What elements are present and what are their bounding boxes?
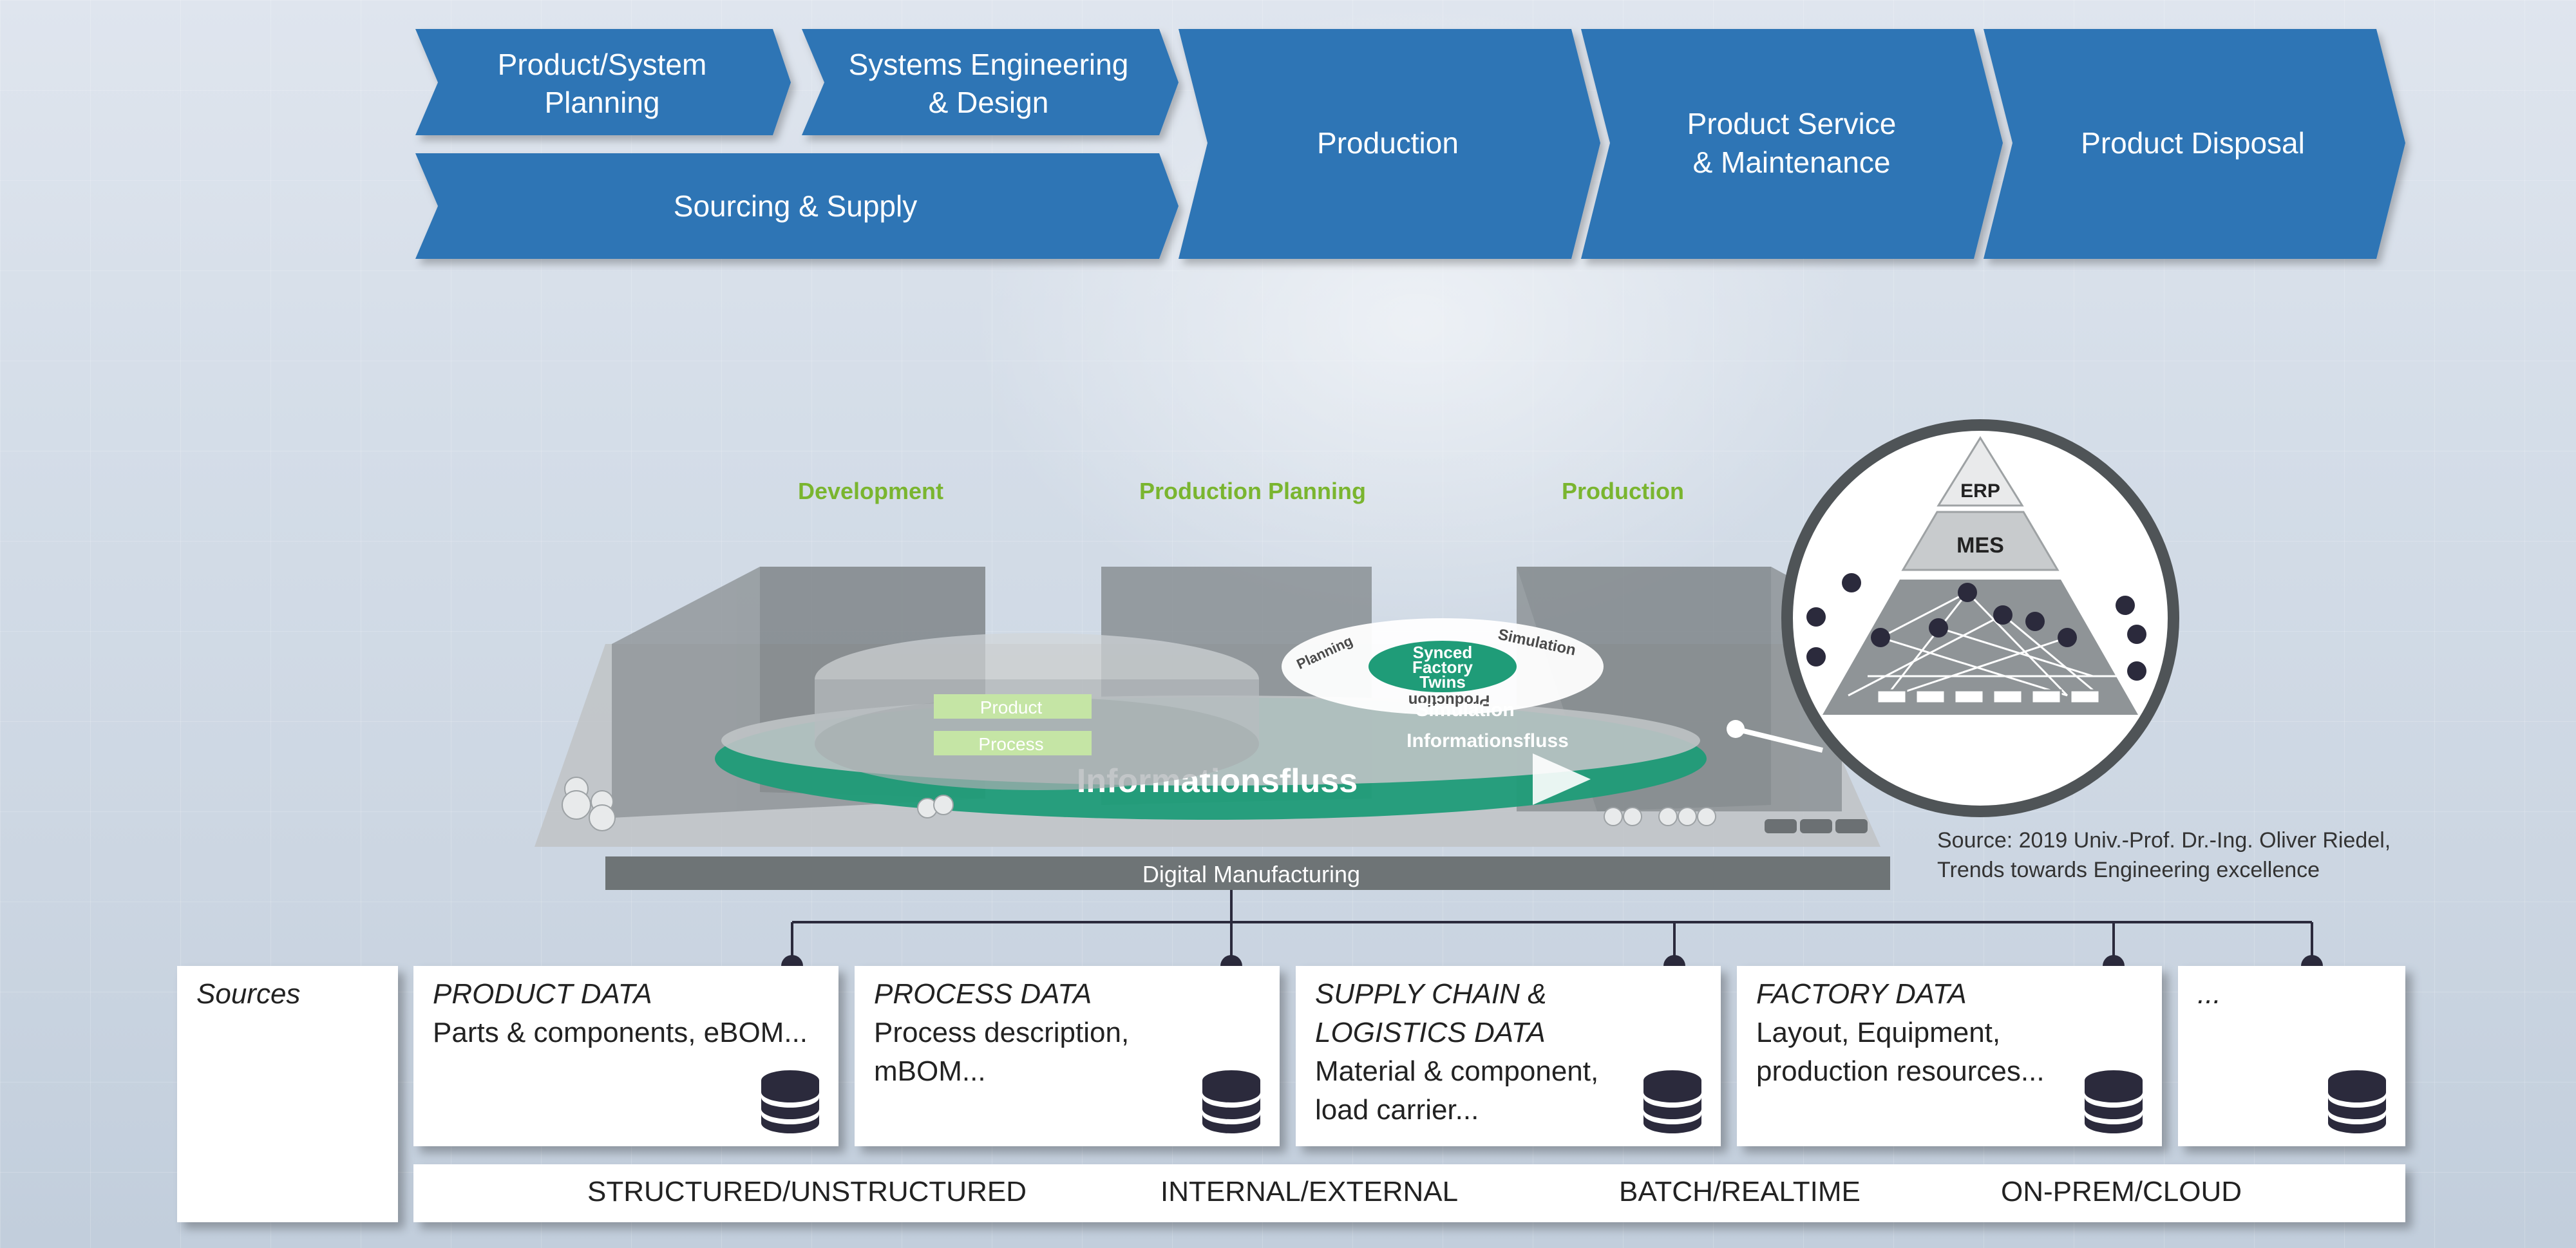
stage-production: Production [1562, 478, 1684, 504]
supply-data-title-line1: SUPPLY CHAIN & [1315, 978, 1547, 1010]
factory-illustration: Development Production Planning Producti… [535, 419, 2179, 890]
chevron-disposal-label: Product Disposal [2081, 126, 2305, 160]
characteristic-internal: INTERNAL/EXTERNAL [1160, 1176, 1459, 1207]
chevron-sourcing-label: Sourcing & Supply [674, 189, 917, 223]
product-label: Product [980, 697, 1043, 717]
chevron-engineering-line2: & Design [929, 86, 1049, 119]
chevron-service-line1: Product Service [1687, 107, 1897, 140]
pyramid-erp-label: ERP [1960, 480, 2000, 502]
pyramid-network-lines [1848, 591, 2119, 697]
database-icon [2328, 1070, 2386, 1133]
chevron-service: Product Service & Maintenance [1581, 29, 2003, 259]
data-source-more: ... [2178, 966, 2405, 1146]
platform-label: Digital Manufacturing [1142, 861, 1360, 887]
twins-core-line1: Synced [1413, 643, 1473, 662]
chevron-planning-line2: Planning [544, 86, 659, 119]
data-source-supply-chain: SUPPLY CHAIN & LOGISTICS DATA Material &… [1296, 966, 1721, 1146]
data-characteristics-bar: STRUCTURED/UNSTRUCTURED INTERNAL/EXTERNA… [413, 1164, 2405, 1222]
process-data-body-line2: mBOM... [874, 1055, 986, 1087]
pyramid-nodes [1806, 573, 2146, 681]
product-band [934, 694, 1092, 719]
source-note: Source: 2019 Univ.-Prof. Dr.-Ing. Oliver… [1937, 826, 2517, 885]
simulation-label: Simulation [1416, 699, 1514, 721]
supply-data-body-line2: load carrier... [1315, 1094, 1479, 1126]
factory-data-body-line1: Layout, Equipment, [1756, 1017, 2001, 1048]
database-icon [761, 1070, 819, 1133]
ring-word-production: Production [1408, 692, 1490, 709]
chevron-sourcing: Sourcing & Supply [415, 153, 1179, 259]
twins-core-line2: Factory [1412, 657, 1473, 677]
data-source-process: PROCESS DATA Process description, mBOM..… [855, 966, 1280, 1146]
process-data-body-line1: Process description, [874, 1017, 1130, 1048]
sources-label: Sources [196, 978, 301, 1010]
chevron-production-label: Production [1317, 126, 1459, 160]
characteristic-batch: BATCH/REALTIME [1619, 1176, 1861, 1207]
product-data-title: PRODUCT DATA [433, 978, 652, 1010]
process-band [934, 731, 1092, 755]
supply-data-title-line2: LOGISTICS DATA [1315, 1017, 1546, 1048]
source-note-line1: Source: 2019 Univ.-Prof. Dr.-Ing. Oliver… [1937, 828, 2391, 853]
factory-data-title: FACTORY DATA [1756, 978, 1967, 1010]
automation-pyramid: ERP MES [1781, 419, 2179, 817]
database-icon [1202, 1070, 1260, 1133]
pyramid-pointer-dot [1727, 720, 1745, 738]
synced-twins-disk: Synced Factory Twins Simulation Producti… [1282, 618, 1604, 715]
chevron-engineering: Systems Engineering & Design [802, 29, 1179, 135]
process-data-title: PROCESS DATA [874, 978, 1092, 1010]
data-source-product: PRODUCT DATA Parts & components, eBOM... [413, 966, 838, 1146]
digital-manufacturing-platform: Digital Manufacturing [605, 856, 1890, 890]
stage-development: Development [798, 478, 943, 504]
supply-data-body-line1: Material & component, [1315, 1055, 1599, 1087]
chevron-disposal: Product Disposal [1984, 29, 2405, 259]
informationsfluss-small-label: Informationsfluss [1406, 730, 1569, 752]
more-data-title: ... [2197, 978, 2221, 1010]
sources-panel: Sources [177, 966, 398, 1222]
pyramid-mes-label: MES [1956, 533, 2004, 558]
characteristic-cloud: ON-PREM/CLOUD [2001, 1176, 2242, 1207]
pyramid-devices [1876, 689, 2101, 704]
chevron-planning: Product/System Planning [415, 29, 791, 135]
chevron-planning-line1: Product/System [498, 48, 707, 81]
data-source-factory: FACTORY DATA Layout, Equipment, producti… [1737, 966, 2162, 1146]
database-icon [1643, 1070, 1701, 1133]
chevron-service-line2: & Maintenance [1693, 146, 1891, 179]
value-chain: Product/System Planning Systems Engineer… [415, 29, 2405, 259]
source-note-line2: Trends towards Engineering excellence [1937, 858, 2320, 882]
factory-data-body-line2: production resources... [1756, 1055, 2045, 1087]
process-label: Process [978, 734, 1043, 754]
chevron-production: Production [1179, 29, 1600, 259]
product-data-body-line1: Parts & components, eBOM... [433, 1017, 808, 1048]
trees [562, 777, 1716, 831]
connector-tree [791, 890, 2313, 966]
stage-production-planning: Production Planning [1139, 478, 1366, 504]
cars [1765, 819, 1868, 833]
chevron-engineering-line1: Systems Engineering [849, 48, 1129, 81]
twins-core-line3: Twins [1419, 672, 1466, 692]
characteristic-structured: STRUCTURED/UNSTRUCTURED [587, 1176, 1027, 1207]
pyramid-pointer-line [1735, 726, 1823, 753]
database-icon [2085, 1070, 2143, 1133]
